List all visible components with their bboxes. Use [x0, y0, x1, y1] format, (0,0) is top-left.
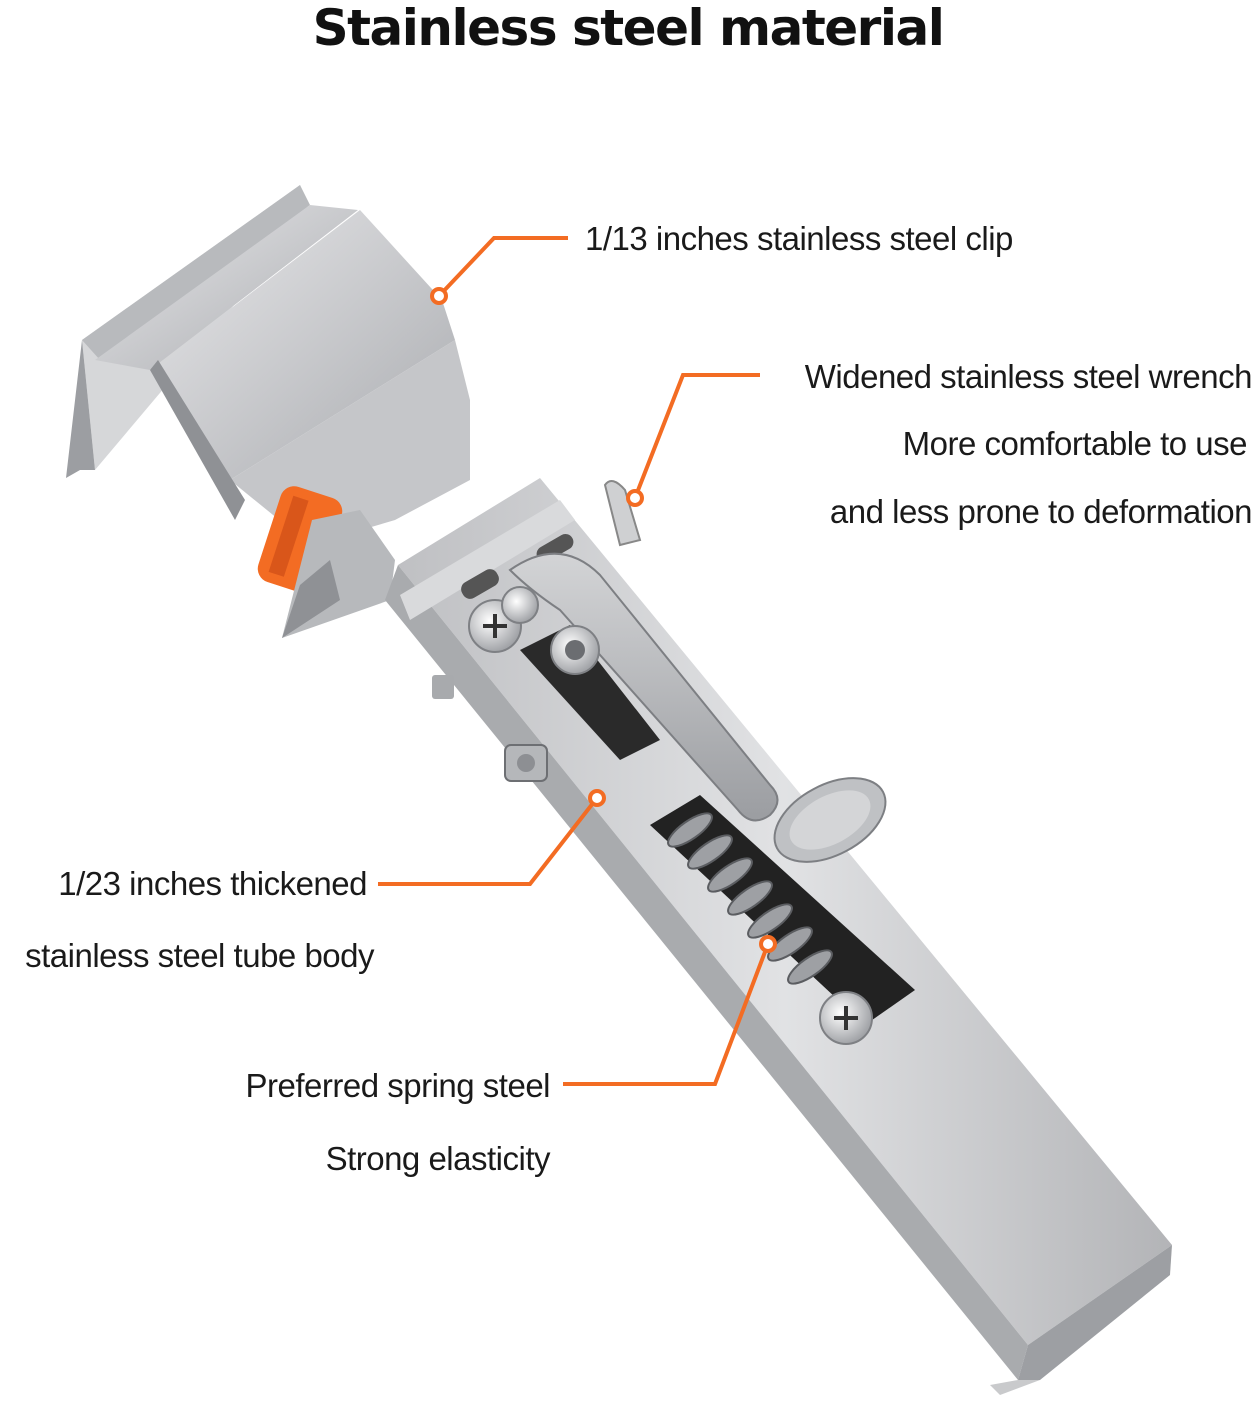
spring-coils: [667, 812, 833, 985]
steel-wrench: [501, 480, 887, 863]
callout-lines: [378, 236, 770, 1086]
wrench-callout-line1: Widened stainless steel wrench: [804, 358, 1253, 395]
wrench-callout-line3: and less prone to deformation: [829, 493, 1253, 530]
side-bolt: [432, 675, 548, 782]
callout-dots: [430, 287, 777, 953]
screw-bottom: [819, 991, 873, 1045]
spring-callout-line2: Strong elasticity: [325, 1140, 551, 1177]
clip-callout-label: 1/13 inches stainless steel clip: [585, 220, 1013, 257]
wrench-callout-line2: More comfortable to use: [902, 425, 1248, 462]
tube-callout-line1: 1/23 inches thickened: [58, 865, 367, 902]
tube-callout-line2: stainless steel tube body: [25, 937, 374, 974]
page-title: Stainless steel material: [312, 0, 945, 57]
steel-clip: [66, 185, 470, 545]
spring-callout-line1: Preferred spring steel: [245, 1067, 551, 1104]
